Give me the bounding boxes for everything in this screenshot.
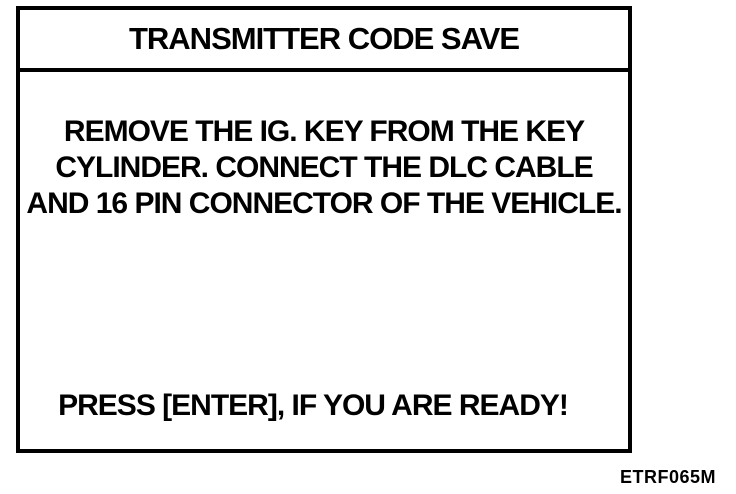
screen-title: TRANSMITTER CODE SAVE	[128, 21, 520, 56]
instruction-message: REMOVE THE IG. KEY FROM THE KEY CYLINDER…	[20, 114, 628, 222]
instruction-line-2: CYLINDER. CONNECT THE DLC CABLE	[55, 151, 593, 184]
enter-prompt: PRESS [ENTER], IF YOU ARE READY!	[58, 389, 569, 422]
instruction-line-1: REMOVE THE IG. KEY FROM THE KEY	[63, 115, 585, 148]
figure-code: ETRF065M	[620, 467, 717, 487]
screen-title-bar: TRANSMITTER CODE SAVE	[20, 10, 628, 72]
scan-tool-screen: TRANSMITTER CODE SAVE REMOVE THE IG. KEY…	[16, 6, 632, 453]
instruction-line-3: AND 16 PIN CONNECTOR OF THE VEHICLE.	[26, 187, 622, 220]
